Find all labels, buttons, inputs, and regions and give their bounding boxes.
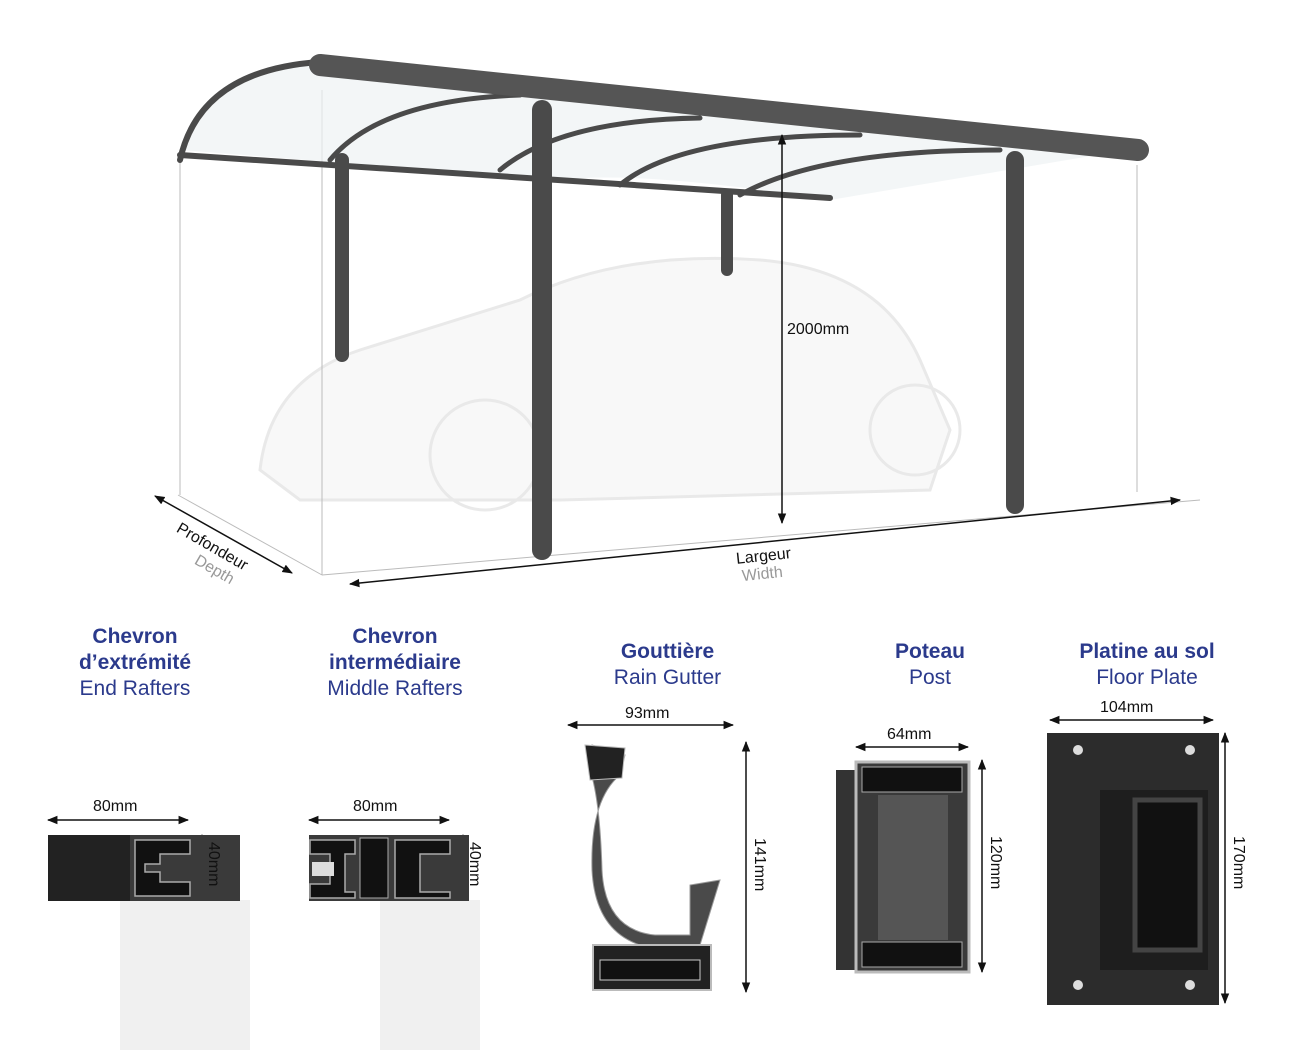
post-width: 64mm (887, 726, 932, 743)
carport-frame (177, 54, 1149, 560)
dimension-arrows (46, 133, 1230, 1005)
title-en: Floor Plate (1096, 666, 1198, 689)
title-fr: Poteau (894, 640, 965, 663)
post-title: Poteau Post (830, 639, 1030, 691)
middle-rafter-height: 40mm (466, 842, 483, 887)
title-fr: Gouttière (620, 640, 715, 663)
gutter-height: 141mm (751, 838, 768, 892)
title-en: Rain Gutter (613, 666, 722, 689)
end-rafters-title: Chevron d’extrémité End Rafters (30, 624, 240, 702)
end-rafter-profile (48, 835, 240, 901)
title-fr: Platine au sol (1079, 640, 1215, 663)
car-silhouette (258, 256, 962, 512)
roof-panel (180, 62, 1138, 200)
post-profile (836, 760, 971, 974)
title-fr-line1: Chevron (92, 625, 178, 648)
middle-rafter-profile (309, 835, 469, 901)
middle-rafters-title: Chevron intermédiaire Middle Rafters (290, 624, 500, 702)
title-fr-line1: Chevron (352, 625, 438, 648)
title-en: Post (908, 666, 952, 689)
end-rafter-width: 80mm (93, 798, 138, 815)
title-en: End Rafters (79, 677, 191, 700)
title-en: Middle Rafters (327, 677, 463, 700)
rain-gutter-title: Gouttière Rain Gutter (560, 639, 775, 691)
height-dimension-label: 2000mm (787, 321, 850, 338)
gutter-width: 93mm (625, 705, 670, 722)
floor-plate-profile (1047, 733, 1219, 1005)
end-rafter-height: 40mm (205, 842, 222, 887)
rain-gutter-profile (584, 744, 721, 991)
floor-plate-height: 170mm (1230, 836, 1247, 890)
middle-rafter-width: 80mm (353, 798, 398, 815)
profile-shadows (120, 900, 480, 1050)
title-fr-line2: intermédiaire (329, 651, 461, 674)
floor-plate-width: 104mm (1100, 699, 1154, 716)
post-height: 120mm (987, 836, 1004, 890)
floor-plate-title: Platine au sol Floor Plate (1047, 639, 1247, 691)
title-fr-line2: d’extrémité (78, 651, 192, 674)
